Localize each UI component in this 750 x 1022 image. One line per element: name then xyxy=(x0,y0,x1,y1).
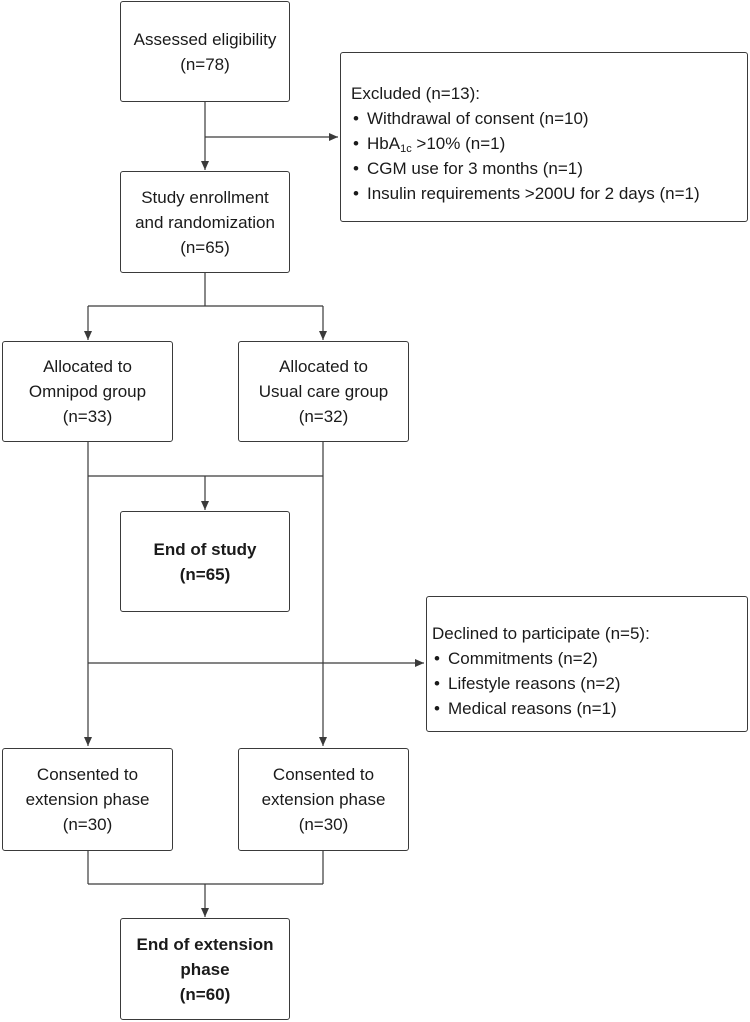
end-of-extension-box: End of extension phase (n=60) xyxy=(120,918,290,1020)
declined-box: Declined to participate (n=5): Commitmen… xyxy=(426,596,748,732)
excluded-box: Excluded (n=13): Withdrawal of consent (… xyxy=(340,52,748,222)
declined-list: Commitments (n=2) Lifestyle reasons (n=2… xyxy=(432,646,620,721)
declined-item-medical: Medical reasons (n=1) xyxy=(432,696,620,721)
omnipod-line2: Omnipod group xyxy=(28,382,147,401)
omnipod-group-box: Allocated to Omnipod group (n=33) xyxy=(2,341,173,442)
enrollment-line2: and randomization xyxy=(135,212,275,232)
assessed-eligibility-box: Assessed eligibility (n=78) xyxy=(120,1,290,102)
usual-care-count: (n=32) xyxy=(298,407,349,426)
consent-usual-count: (n=30) xyxy=(298,815,349,834)
usual-care-group-box: Allocated to Usual care group (n=32) xyxy=(238,341,409,442)
consent-usual-box: Consented to extension phase (n=30) xyxy=(238,748,409,851)
excluded-list: Withdrawal of consent (n=10) HbA1c >10% … xyxy=(351,106,700,206)
end-of-study-box: End of study (n=65) xyxy=(120,511,290,612)
enrollment-count: (n=65) xyxy=(180,237,230,257)
excluded-item-insulin: Insulin requirements >200U for 2 days (n… xyxy=(351,181,700,206)
end-extension-count: (n=60) xyxy=(179,984,231,1004)
end-study-label: End of study xyxy=(153,539,257,559)
consent-omnipod-count: (n=30) xyxy=(62,815,113,834)
assessed-label: Assessed eligibility xyxy=(133,29,277,49)
declined-item-lifestyle: Lifestyle reasons (n=2) xyxy=(432,671,620,696)
excluded-item-withdrawal: Withdrawal of consent (n=10) xyxy=(351,106,700,131)
consent-omnipod-line1: Consented to xyxy=(36,765,139,784)
end-extension-line2: phase xyxy=(180,959,230,979)
declined-item-commitments: Commitments (n=2) xyxy=(432,646,620,671)
end-extension-line1: End of extension xyxy=(136,934,274,954)
omnipod-line1: Allocated to xyxy=(43,357,132,376)
enrollment-box: Study enrollment and randomization (n=65… xyxy=(120,171,290,273)
excluded-item-cgm: CGM use for 3 months (n=1) xyxy=(351,156,700,181)
consent-usual-line1: Consented to xyxy=(272,765,375,784)
enrollment-line1: Study enrollment xyxy=(141,187,269,207)
consent-usual-line2: extension phase xyxy=(261,790,386,809)
usual-care-line2: Usual care group xyxy=(258,382,389,401)
consent-omnipod-line2: extension phase xyxy=(25,790,150,809)
consent-omnipod-box: Consented to extension phase (n=30) xyxy=(2,748,173,851)
usual-care-line1: Allocated to xyxy=(279,357,368,376)
declined-title: Declined to participate (n=5): xyxy=(432,624,650,643)
end-study-count: (n=65) xyxy=(179,564,231,584)
excluded-item-hba1c: HbA1c >10% (n=1) xyxy=(351,131,700,156)
omnipod-count: (n=33) xyxy=(62,407,113,426)
assessed-count: (n=78) xyxy=(180,54,230,74)
excluded-title: Excluded (n=13): xyxy=(351,84,480,103)
